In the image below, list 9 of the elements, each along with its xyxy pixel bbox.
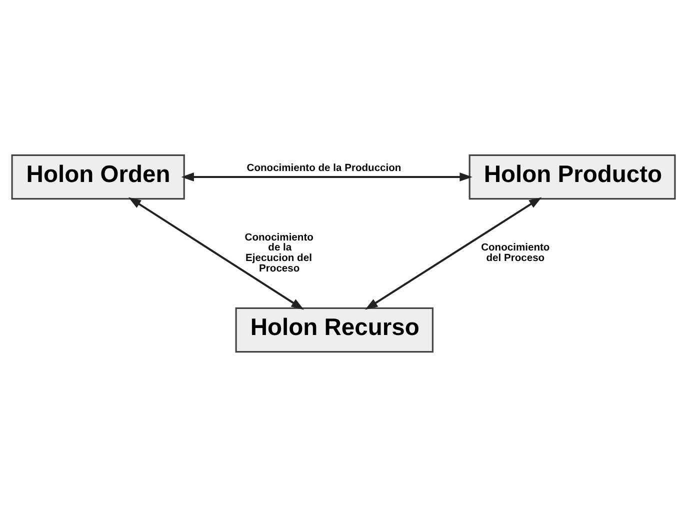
arrow (128, 196, 304, 310)
node-box: Holon Orden (11, 154, 185, 200)
node-box: Holon Recurso (235, 306, 434, 352)
arrow (365, 196, 542, 310)
node-box: Holon Producto (468, 154, 676, 200)
edge-label: Conocimiento del Proceso (481, 242, 550, 264)
edge-label: Conocimiento de la Ejecucion del Proceso (244, 232, 314, 274)
edge-label: Conocimiento de la Produccion (246, 162, 402, 174)
arrow (181, 172, 472, 181)
